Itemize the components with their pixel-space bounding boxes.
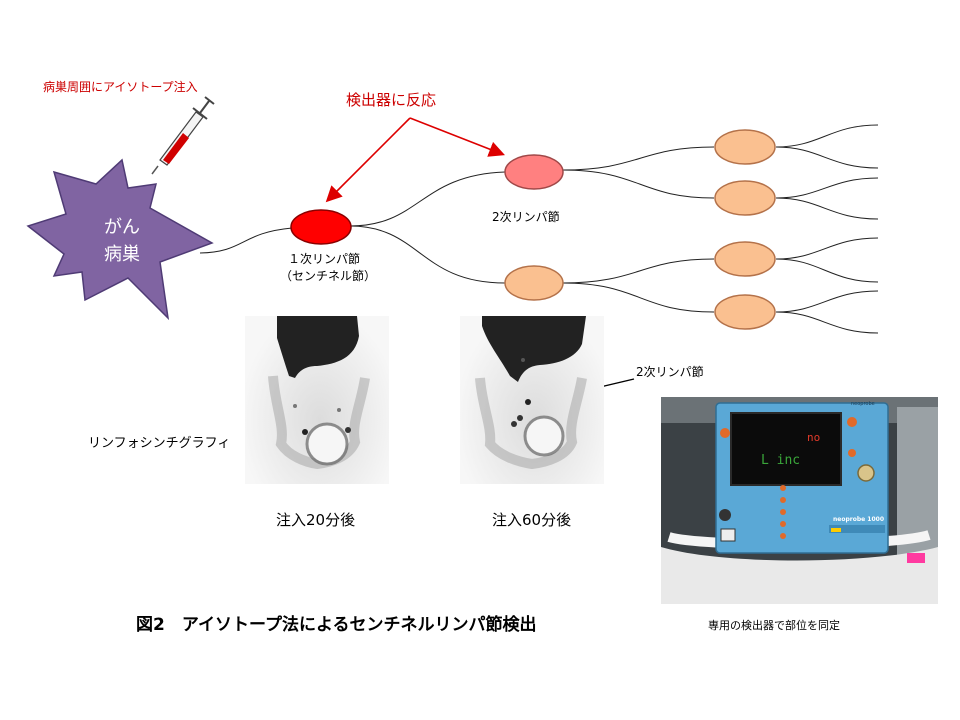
device-caption: 専用の検出器で部位を同定 [708,619,840,632]
node1-label-line1: １次リンパ節 [288,252,361,266]
detector-label: 検出器に反応 [346,91,437,109]
figure-caption: 図2 アイソトープ法によるセンチネルリンパ節検出 [136,615,537,635]
lymph-vessel-lines [199,124,879,334]
node2-label: 2次リンパ節 [492,210,560,224]
node3d-ellipse [714,294,776,330]
caption-20min: 注入20分後 [276,511,356,529]
tumor-label-line2: 病巣 [104,244,140,265]
node3c-ellipse [714,241,776,277]
node2-ellipse [504,154,564,190]
tumor-label-line1: がん [104,217,140,238]
node3a-ellipse [714,129,776,165]
node1-ellipse [290,209,352,245]
node1-label-line2: （センチネル節） [280,269,377,283]
device-brand: neoprobe [851,401,875,407]
injection-label: 病巣周囲にアイソトープ注入 [43,80,198,94]
syringe-icon [151,96,215,175]
scan-node2-label: 2次リンパ節 [636,365,704,379]
detector-arrow-to-node1 [325,117,411,203]
detector-device-photo: no L inc neoprobe neoprobe 1000 [661,397,938,604]
device-screen-line2: L inc [761,453,801,468]
node2b-ellipse [504,265,564,301]
caption-60min: 注入60分後 [492,511,572,529]
tumor-star-shape [26,158,214,321]
lymphoscintigraphy-label: リンフォシンチグラフィ [88,436,231,451]
scintigraphy-20min-image [245,316,389,484]
detector-arrow-to-node2 [409,117,505,157]
device-screen-line1: no [807,431,821,444]
node3b-ellipse [714,180,776,216]
scintigraphy-60min-image [460,316,604,484]
device-model: neoprobe 1000 [833,516,884,523]
